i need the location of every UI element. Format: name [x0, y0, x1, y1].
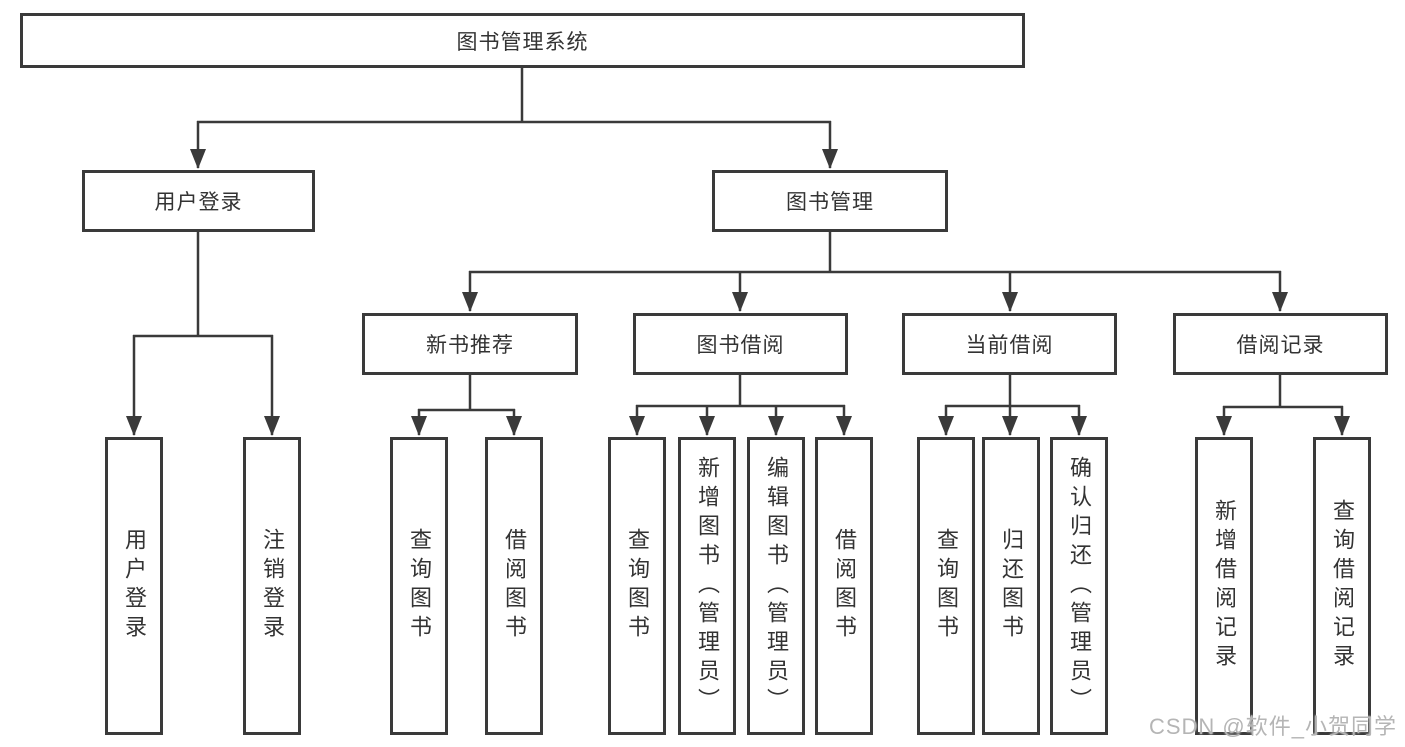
node-user-login-label: 用户登录: [154, 191, 243, 214]
leaf-current-query-books: 查询图书: [917, 437, 975, 735]
leaf-user-login-label: 用户登录: [122, 528, 147, 644]
node-new-book-recommend: 新书推荐: [362, 313, 578, 375]
node-book-borrow-label: 图书借阅: [696, 334, 785, 357]
leaf-return-books: 归还图书: [982, 437, 1040, 735]
node-root: 图书管理系统: [20, 13, 1025, 68]
node-borrow-records: 借阅记录: [1173, 313, 1388, 375]
leaf-add-books-admin-label: 新增图书（管理员）: [695, 455, 720, 717]
leaf-recommend-query-books: 查询图书: [390, 437, 448, 735]
leaf-add-borrow-record-label: 新增借阅记录: [1212, 499, 1237, 673]
node-current-borrow: 当前借阅: [902, 313, 1117, 375]
leaf-user-login: 用户登录: [105, 437, 163, 735]
leaf-edit-books-admin-label: 编辑图书（管理员）: [764, 455, 789, 717]
node-borrow-records-label: 借阅记录: [1236, 334, 1325, 357]
leaf-return-books-label: 归还图书: [999, 528, 1024, 644]
leaf-add-books-admin: 新增图书（管理员）: [678, 437, 736, 735]
leaf-borrow-books: 借阅图书: [815, 437, 873, 735]
leaf-edit-books-admin: 编辑图书（管理员）: [747, 437, 805, 735]
leaf-confirm-return-admin: 确认归还（管理员）: [1050, 437, 1108, 735]
node-current-borrow-label: 当前借阅: [965, 334, 1054, 357]
leaf-query-borrow-record-label: 查询借阅记录: [1330, 499, 1355, 673]
leaf-recommend-borrow-books-label: 借阅图书: [502, 528, 527, 644]
node-user-login: 用户登录: [82, 170, 315, 232]
node-new-book-recommend-label: 新书推荐: [426, 334, 514, 357]
leaf-borrow-books-label: 借阅图书: [832, 528, 857, 644]
leaf-recommend-query-books-label: 查询图书: [407, 528, 432, 644]
leaf-current-query-books-label: 查询图书: [934, 528, 959, 644]
leaf-logout: 注销登录: [243, 437, 301, 735]
leaf-borrow-query-books: 查询图书: [608, 437, 666, 735]
leaf-confirm-return-admin-label: 确认归还（管理员）: [1067, 455, 1092, 717]
node-book-management: 图书管理: [712, 170, 948, 232]
node-root-label: 图书管理系统: [456, 30, 589, 54]
leaf-query-borrow-record: 查询借阅记录: [1313, 437, 1371, 735]
leaf-logout-label: 注销登录: [260, 528, 285, 644]
node-book-borrow: 图书借阅: [633, 313, 848, 375]
leaf-borrow-query-books-label: 查询图书: [625, 528, 650, 644]
node-book-management-label: 图书管理: [786, 191, 874, 214]
csdn-watermark: CSDN @软件_小贺同学: [1148, 714, 1397, 739]
leaf-recommend-borrow-books: 借阅图书: [485, 437, 543, 735]
leaf-add-borrow-record: 新增借阅记录: [1195, 437, 1253, 735]
